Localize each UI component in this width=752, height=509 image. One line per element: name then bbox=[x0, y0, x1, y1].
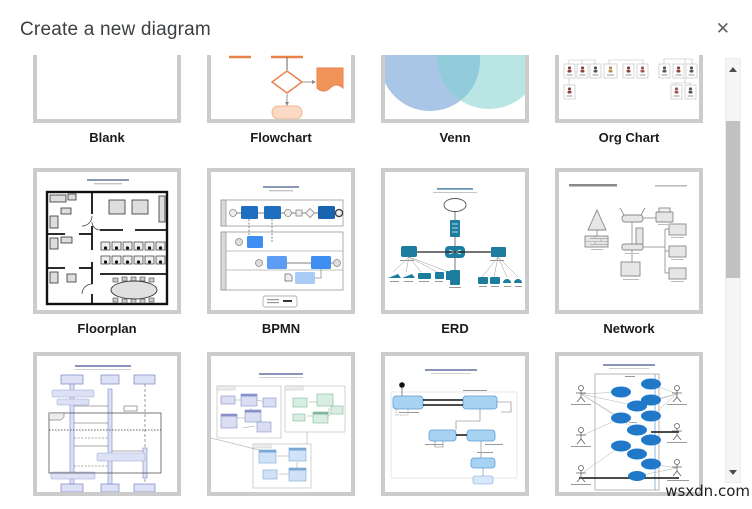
close-button[interactable]: ✕ bbox=[715, 19, 730, 38]
page-title: Create a new diagram bbox=[20, 19, 211, 40]
scrollbar-thumb[interactable] bbox=[726, 121, 740, 278]
template-row-3 bbox=[33, 352, 703, 496]
network-template-icon bbox=[555, 168, 703, 314]
template-card-erd[interactable]: ERD bbox=[381, 168, 529, 336]
template-card-floorplan[interactable]: Floorplan bbox=[33, 168, 181, 336]
template-card-uml-use-case[interactable] bbox=[555, 352, 703, 496]
org-chart-template-icon bbox=[555, 55, 703, 123]
template-card-uml-sequence[interactable] bbox=[33, 352, 181, 496]
scrollbar-track[interactable] bbox=[725, 58, 741, 483]
template-card-bpmn[interactable]: BPMN bbox=[207, 168, 355, 336]
scrollbar-up-arrow[interactable] bbox=[726, 61, 740, 77]
triangle-down-icon bbox=[729, 469, 737, 475]
template-label: Flowchart bbox=[250, 130, 312, 145]
template-label: Network bbox=[603, 321, 655, 336]
template-card-uml-class[interactable] bbox=[207, 352, 355, 496]
bpmn-template-icon bbox=[207, 168, 355, 314]
template-row-1: Blank Flowchart Venn bbox=[33, 55, 703, 145]
triangle-up-icon bbox=[729, 66, 737, 72]
venn-template-icon bbox=[381, 55, 529, 123]
erd-template-icon bbox=[381, 168, 529, 314]
uml-state-template-icon bbox=[381, 352, 529, 496]
template-label: ERD bbox=[441, 321, 469, 336]
scrollbar-down-arrow[interactable] bbox=[726, 464, 740, 480]
template-card-flowchart[interactable]: Flowchart bbox=[207, 55, 355, 145]
watermark-text: wsxdn.com bbox=[665, 482, 750, 500]
template-label: Floorplan bbox=[77, 321, 137, 336]
floorplan-template-icon bbox=[33, 168, 181, 314]
template-label: Org Chart bbox=[598, 130, 660, 145]
template-card-uml-state[interactable] bbox=[381, 352, 529, 496]
template-label: BPMN bbox=[261, 321, 301, 336]
uml-class-template-icon bbox=[207, 352, 355, 496]
template-card-blank[interactable]: Blank bbox=[33, 55, 181, 145]
template-row-2: Floorplan bbox=[33, 168, 703, 336]
template-card-network[interactable]: Network bbox=[555, 168, 703, 336]
template-label: Venn bbox=[439, 130, 471, 145]
template-card-org-chart[interactable]: Org Chart bbox=[555, 55, 703, 145]
flowchart-template-icon bbox=[207, 55, 355, 123]
blank-template-icon bbox=[33, 55, 181, 123]
template-card-venn[interactable]: Venn bbox=[381, 55, 529, 145]
uml-sequence-template-icon bbox=[33, 352, 181, 496]
uml-use-case-template-icon bbox=[555, 352, 703, 496]
template-label: Blank bbox=[89, 130, 125, 145]
